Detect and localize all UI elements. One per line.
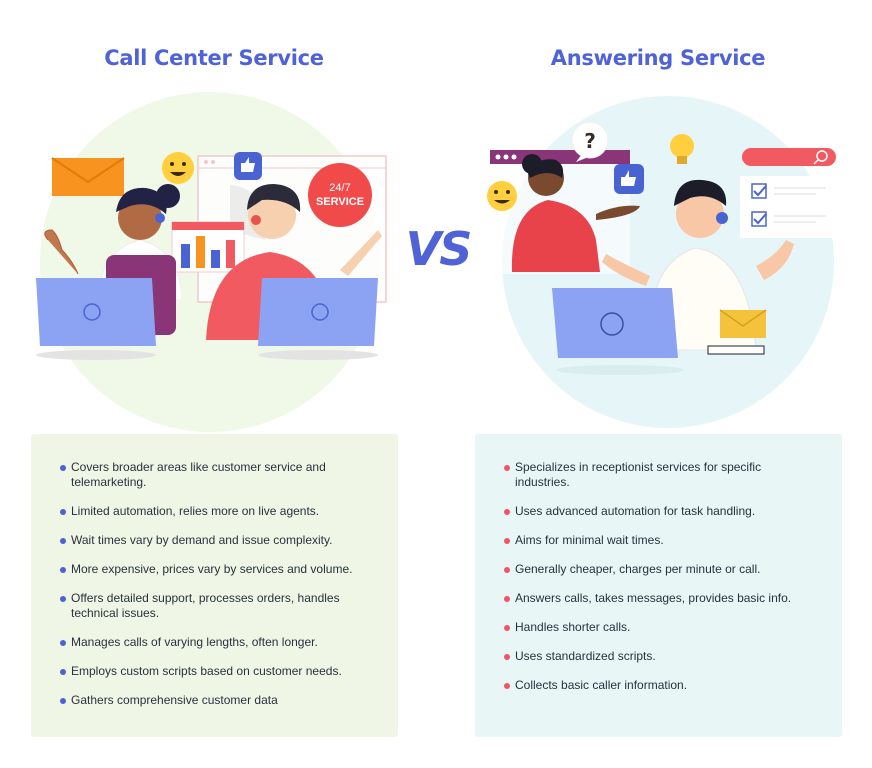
checkbox-icon xyxy=(740,176,838,238)
illustration: 24/7 SERVICE ? xyxy=(36,92,838,432)
laptop-icon xyxy=(552,288,678,358)
call-center-panel: Covers broader areas like customer servi… xyxy=(31,434,398,737)
list-item: Uses standardized scripts. xyxy=(504,649,822,664)
list-item: Covers broader areas like customer servi… xyxy=(60,460,378,490)
search-icon xyxy=(742,148,836,166)
badge-line1: 24/7 xyxy=(329,182,350,194)
envelope-icon xyxy=(51,157,125,196)
answering-service-list: Specializes in receptionist services for… xyxy=(504,460,822,693)
list-item: Offers detailed support, processes order… xyxy=(60,591,378,621)
list-item: Aims for minimal wait times. xyxy=(504,533,822,548)
thumbs-up-icon xyxy=(614,164,644,194)
list-item: Answers calls, takes messages, provides … xyxy=(504,591,822,606)
phone xyxy=(707,345,765,355)
question-mark-icon: ? xyxy=(571,121,609,162)
smiley-icon xyxy=(487,181,517,211)
laptop-icon xyxy=(36,278,156,346)
woman-caller xyxy=(511,154,640,272)
list-item: Handles shorter calls. xyxy=(504,620,822,635)
vs-label: VS xyxy=(405,222,473,276)
answering-service-panel: Specializes in receptionist services for… xyxy=(475,434,842,737)
list-item: Uses advanced automation for task handli… xyxy=(504,504,822,519)
list-item: Limited automation, relies more on live … xyxy=(60,504,378,519)
service-badge: 24/7 SERVICE xyxy=(308,163,372,227)
list-item: Specializes in receptionist services for… xyxy=(504,460,822,490)
call-center-title: Call Center Service xyxy=(104,46,324,70)
list-item: More expensive, prices vary by services … xyxy=(60,562,378,577)
list-item: Generally cheaper, charges per minute or… xyxy=(504,562,822,577)
list-item: Manages calls of varying lengths, often … xyxy=(60,635,378,650)
answering-service-title: Answering Service xyxy=(550,46,766,70)
call-center-list: Covers broader areas like customer servi… xyxy=(60,460,378,708)
lightbulb-icon xyxy=(670,134,694,164)
list-item: Collects basic caller information. xyxy=(504,678,822,693)
smiley-icon xyxy=(162,152,194,184)
svg-text:?: ? xyxy=(584,129,596,153)
thumbs-up-icon xyxy=(234,152,262,180)
envelope-icon xyxy=(719,309,767,338)
list-item: Gathers comprehensive customer data xyxy=(60,693,378,708)
list-item: Employs custom scripts based on customer… xyxy=(60,664,378,679)
bar-chart-icon xyxy=(171,221,245,273)
list-item: Wait times vary by demand and issue comp… xyxy=(60,533,378,548)
badge-line2: SERVICE xyxy=(316,196,364,208)
laptop-icon xyxy=(258,278,378,346)
man-agent xyxy=(602,179,794,351)
